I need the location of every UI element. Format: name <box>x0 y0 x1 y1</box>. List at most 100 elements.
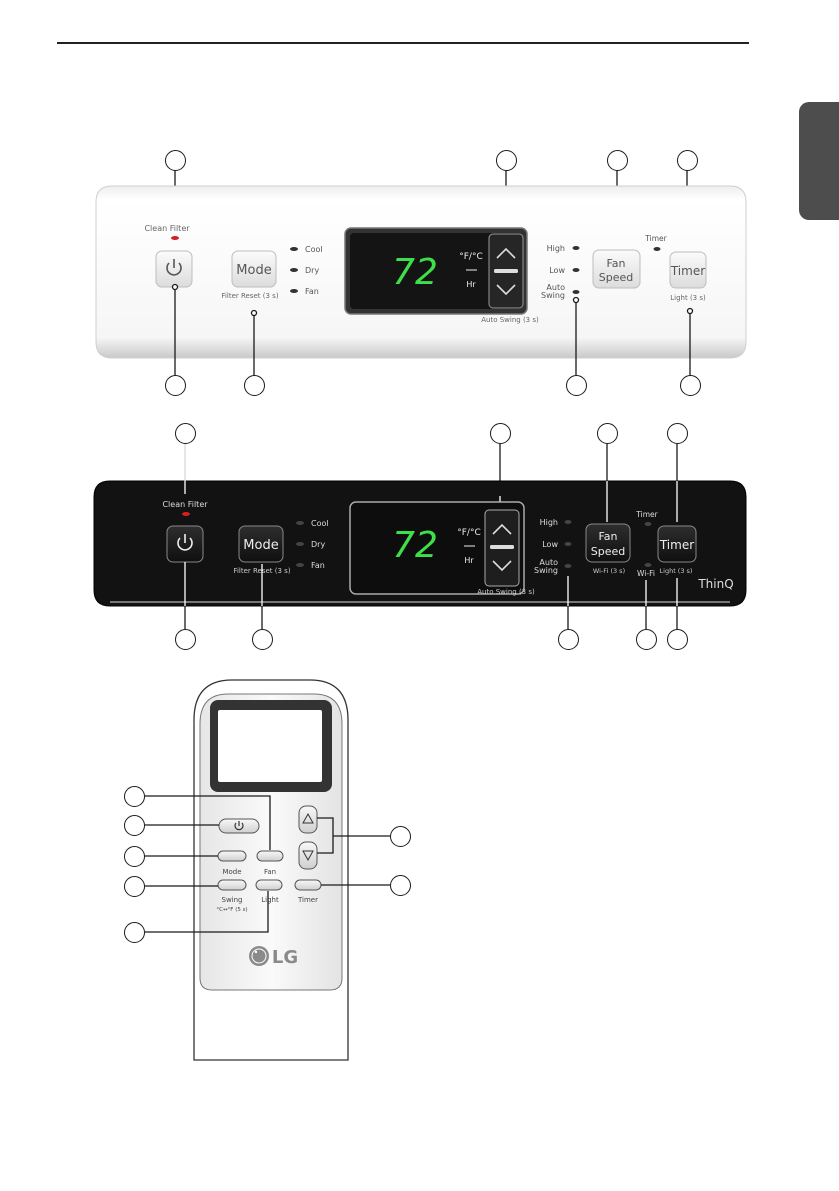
fan-speed-button[interactable]: Fan Speed <box>592 249 641 289</box>
mode-indicators: Cool Dry Fan <box>290 245 323 296</box>
callout-circle <box>566 375 587 396</box>
down-triangle-icon <box>302 850 314 862</box>
remote-light-button[interactable] <box>255 879 283 891</box>
language-tab <box>799 102 839 220</box>
callout-circle <box>390 875 411 896</box>
fan-level-swing: Swing <box>534 566 558 575</box>
callout-circle <box>124 846 145 867</box>
callout-circle <box>496 150 517 171</box>
filter-reset-label: Filter Reset (3 s) <box>221 292 278 300</box>
display-panel: 72 °F/°C Hr <box>344 227 528 315</box>
timer-button-label: Timer <box>659 538 694 552</box>
callout-circle <box>490 423 511 444</box>
callout-circle <box>175 423 196 444</box>
mode-button-label: Mode <box>243 538 278 553</box>
callout-circle <box>175 629 196 650</box>
remote-swing-sublabel: °C↔°F (5 s) <box>216 907 247 913</box>
fan-level-swing: Swing <box>541 291 565 300</box>
callout-circle <box>677 150 698 171</box>
power-icon <box>177 534 193 551</box>
mode-button-label: Mode <box>236 263 271 278</box>
timer-indicator-label: Timer <box>635 510 658 519</box>
fan-level-low: Low <box>549 266 565 275</box>
callout-circle <box>244 375 265 396</box>
remote-mode-button[interactable] <box>217 850 247 862</box>
black-panel-figure: Clean Filter Mode Filter Reset (3 s) Coo… <box>93 444 747 629</box>
callout-circle <box>667 423 688 444</box>
timer-button[interactable]: Timer <box>669 251 707 289</box>
power-button[interactable] <box>166 525 204 563</box>
up-triangle-icon <box>302 812 314 824</box>
fan-speed-label-line1: Fan <box>598 530 617 543</box>
mode-option-fan: Fan <box>305 287 319 296</box>
clean-filter-label: Clean Filter <box>144 224 190 233</box>
remote-timer-label: Timer <box>297 896 318 904</box>
callout-circle <box>390 826 411 847</box>
callout-circle <box>124 815 145 836</box>
remote-figure: Fan Mode Swing °C↔°F (5 s) Light Timer L… <box>145 679 390 1061</box>
remote-down-button[interactable] <box>298 841 318 870</box>
power-button[interactable] <box>155 250 193 288</box>
timer-button[interactable]: Timer <box>657 525 697 563</box>
light-hold-label: Light (3 s) <box>670 294 706 302</box>
callout-circle <box>680 375 701 396</box>
up-down-buttons[interactable] <box>484 509 520 587</box>
remote-swing-button[interactable] <box>217 879 247 891</box>
callout-circle <box>124 876 145 897</box>
mode-option-dry: Dry <box>305 266 319 275</box>
fan-level-high: High <box>547 244 565 253</box>
callout-circle <box>597 423 618 444</box>
fan-level-indicators: High Low Auto Swing <box>541 244 580 300</box>
mode-button[interactable]: Mode <box>231 250 277 288</box>
callout-circle <box>124 786 145 807</box>
power-icon <box>234 821 244 831</box>
fan-level-high: High <box>540 518 558 527</box>
mode-option-dry: Dry <box>311 540 325 549</box>
fan-speed-label-line2: Speed <box>591 545 625 558</box>
remote-up-button[interactable] <box>298 805 318 834</box>
fan-level-indicators: High Low Auto Swing <box>534 518 572 575</box>
callout-circle <box>636 629 657 650</box>
fan-level-low: Low <box>542 540 558 549</box>
clean-filter-label: Clean Filter <box>162 500 208 509</box>
lg-logo: LG <box>249 946 298 968</box>
hr-label: Hr <box>464 556 474 565</box>
mode-option-cool: Cool <box>305 245 323 254</box>
callout-circle <box>252 629 273 650</box>
auto-swing-hold-label: Auto Swing (3 s) <box>477 588 535 596</box>
fan-speed-label-line1: Fan <box>606 257 625 270</box>
auto-swing-hold-label: Auto Swing (3 s) <box>481 316 539 324</box>
fan-speed-button[interactable]: Fan Speed <box>585 523 631 563</box>
timer-indicator-label: Timer <box>644 234 667 243</box>
down-arrow-icon <box>496 284 516 296</box>
fan-level-auto: Auto <box>546 283 565 292</box>
white-panel-figure: Clean Filter Mode Filter Reset (3 s) Coo… <box>95 170 747 376</box>
clean-filter-led <box>182 512 190 516</box>
hr-label: Hr <box>466 280 476 289</box>
display-panel: 72 °F/°C Hr <box>349 501 525 595</box>
remote-mode-label: Mode <box>222 868 241 876</box>
power-icon <box>166 259 182 276</box>
remote-timer-button[interactable] <box>294 879 322 891</box>
callout-circle <box>165 375 186 396</box>
units-label: °F/°C <box>457 528 481 538</box>
callout-circle <box>165 150 186 171</box>
mode-button[interactable]: Mode <box>238 525 284 563</box>
remote-power-button[interactable] <box>218 818 260 834</box>
remote-fan-button[interactable] <box>256 850 284 862</box>
light-hold-label: Light (3 s) <box>660 567 693 575</box>
callout-circle <box>667 629 688 650</box>
fan-level-auto: Auto <box>539 558 558 567</box>
remote-fan-label: Fan <box>264 868 276 876</box>
mode-option-fan: Fan <box>311 561 325 570</box>
up-down-buttons[interactable] <box>488 233 524 309</box>
units-label: °F/°C <box>459 252 483 262</box>
header-rule <box>57 42 749 44</box>
down-arrow-icon <box>492 560 512 572</box>
remote-light-label: Light <box>261 896 279 904</box>
mode-indicators: Cool Dry Fan <box>296 519 329 570</box>
callout-circle <box>607 150 628 171</box>
remote-swing-label: Swing <box>222 896 243 904</box>
wifi-hold-label: Wi-Fi (3 s) <box>593 567 625 575</box>
fan-speed-label-line2: Speed <box>599 271 633 284</box>
